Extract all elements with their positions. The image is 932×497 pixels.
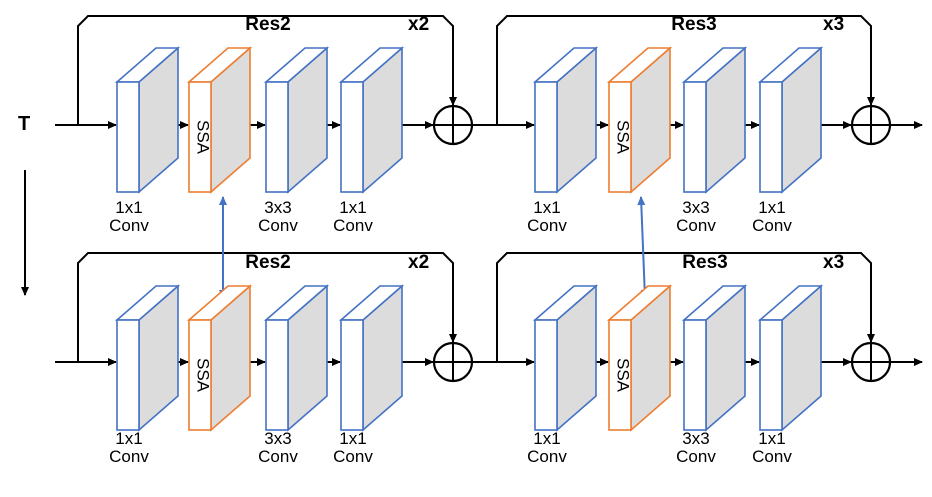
skip-connection: [496, 15, 875, 125]
box-front-face: [265, 319, 289, 431]
box-front-face: [340, 81, 364, 193]
box-front-face: [116, 81, 140, 193]
conv-layer-box: [532, 46, 599, 194]
ssa-link-arrow: [637, 196, 649, 299]
box-front-face: [265, 81, 289, 193]
conv-layer-box: [681, 46, 748, 194]
box-front-face: [534, 319, 558, 431]
block-repeat: x2: [408, 252, 429, 273]
skip-connection: [496, 252, 875, 362]
block-title: Res3: [671, 14, 716, 35]
ssa-layer-box: [606, 46, 673, 194]
ssa-layer-box: [606, 284, 673, 432]
ssa-label: SSA: [194, 358, 213, 393]
box-front-face: [608, 81, 632, 193]
ssa-layer-box: [186, 284, 253, 432]
block-title: Res2: [245, 252, 290, 273]
box-front-face: [608, 319, 632, 431]
time-label: T: [18, 113, 30, 135]
conv-layer-box: [532, 284, 599, 432]
block-repeat: x3: [823, 14, 844, 35]
residual-sum-node: [850, 104, 892, 146]
box-front-face: [188, 319, 212, 431]
block-title: Res2: [245, 14, 290, 35]
conv-layer-box: [114, 46, 181, 194]
ssa-label: SSA: [614, 358, 633, 393]
conv-layer-box: [263, 284, 330, 432]
residual-sum-node: [850, 341, 892, 383]
block-repeat: x2: [408, 14, 429, 35]
residual-sum-node: [432, 341, 474, 383]
block-repeat: x3: [823, 252, 844, 273]
residual-sum-node: [432, 104, 474, 146]
skip-connection: [77, 15, 457, 125]
conv-layer-box: [263, 46, 330, 194]
box-front-face: [759, 319, 783, 431]
conv-layer-box: [338, 284, 405, 432]
block-title: Res3: [682, 252, 727, 273]
ssa-label: SSA: [194, 120, 213, 155]
conv-layer-box: [757, 46, 824, 194]
box-front-face: [534, 81, 558, 193]
conv-layer-box: [681, 284, 748, 432]
box-front-face: [759, 81, 783, 193]
ssa-label: SSA: [614, 120, 633, 155]
ssa-layer-box: [186, 46, 253, 194]
box-front-face: [340, 319, 364, 431]
conv-layer-box: [114, 284, 181, 432]
box-front-face: [683, 319, 707, 431]
box-front-face: [683, 81, 707, 193]
skip-connection: [77, 252, 457, 362]
box-front-face: [116, 319, 140, 431]
box-front-face: [188, 81, 212, 193]
conv-layer-box: [757, 284, 824, 432]
conv-layer-box: [338, 46, 405, 194]
